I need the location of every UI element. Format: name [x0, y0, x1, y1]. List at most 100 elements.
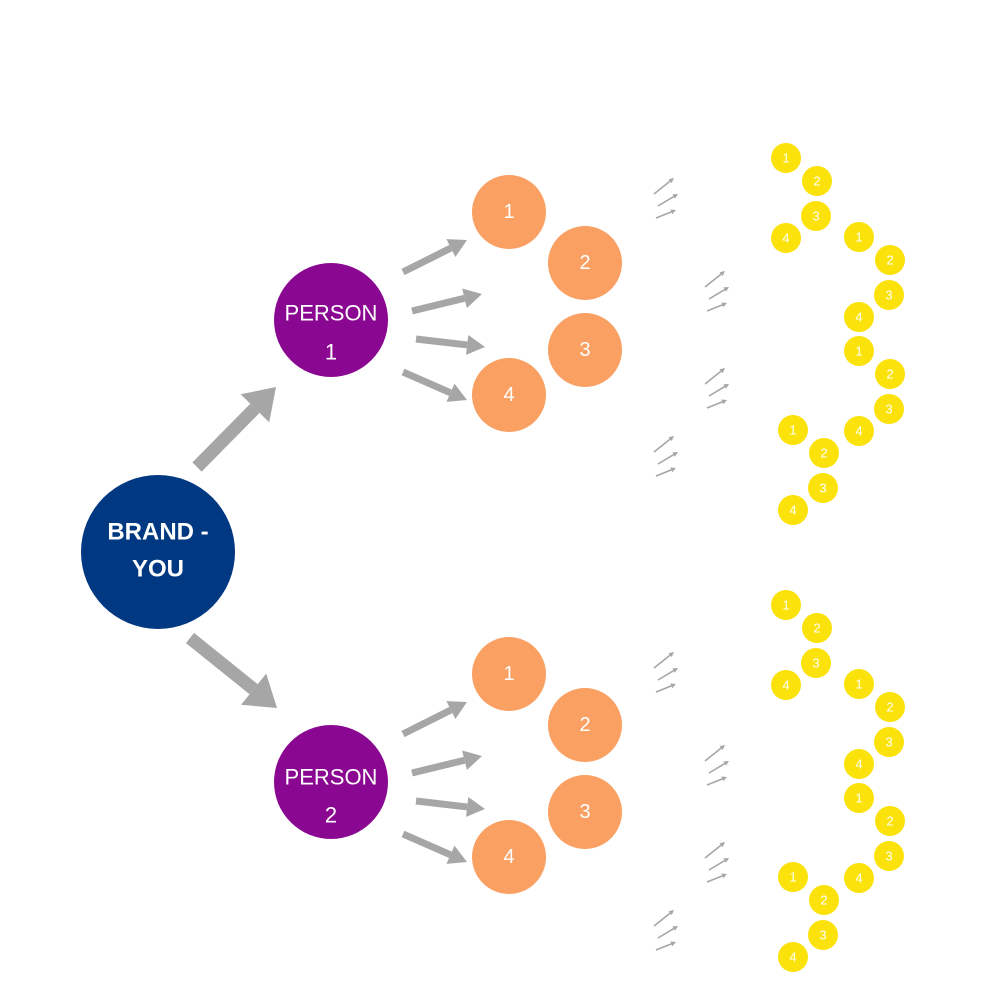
person-1-small-arrow-1-2-head: [672, 194, 678, 199]
arrow-brand-to-person-1-head: [240, 387, 276, 423]
person-2-cluster-circle: [844, 783, 874, 813]
person-1-cluster-node: 3: [874, 280, 904, 310]
person-2-node: PERSON 2: [274, 725, 388, 839]
person-1-small-arrow-4-1-shaft: [653, 438, 671, 453]
person-2-cluster-circle: [875, 692, 905, 722]
person-2-small-arrow-1-2-head: [672, 668, 678, 673]
person-2-cluster-label: 1: [789, 870, 796, 885]
person-2-small-arrow-3-2: [708, 858, 729, 871]
person-1-cluster-circle: [875, 245, 905, 275]
person-1-small-arrow-2-3-head: [721, 302, 727, 308]
person-1-small-arrow-1-2-shaft: [657, 195, 675, 207]
person-1-label-line2: 1: [325, 340, 337, 365]
person-2-contact-circle: [548, 688, 622, 762]
person-1-small-arrow-3-3: [706, 399, 727, 409]
person-1-contact-label: 4: [503, 384, 514, 406]
person-1-arrow-to-contact-2: [411, 288, 482, 315]
person-2-cluster-circle: [778, 862, 808, 892]
person-2-small-arrow-2-1: [704, 745, 725, 762]
person-2-small-arrow-1-3-head: [670, 683, 676, 689]
person-1-cluster-circle: [844, 222, 874, 252]
person-1-small-arrow-3-2-shaft: [708, 385, 726, 397]
person-1-small-arrow-2-2: [708, 287, 729, 300]
person-1-small-arrow-4-2-head: [672, 452, 678, 457]
person-1-small-arrow-3-3-shaft: [706, 401, 723, 409]
person-1-small-arrow-2-3-shaft: [706, 304, 723, 312]
person-2-contact-label: 1: [503, 663, 514, 685]
person-2-cluster-circle: [844, 749, 874, 779]
person-1-small-arrow-3-1-shaft: [704, 370, 722, 385]
person-2-arrow-to-contact-2: [411, 750, 482, 777]
person-1-cluster-node: 1: [778, 415, 808, 445]
person-1-cluster-label: 3: [819, 481, 826, 496]
person-2-small-arrow-2-2-head: [723, 761, 729, 766]
person-2-small-arrow-4-2: [657, 926, 678, 939]
person-1-cluster-label: 4: [855, 310, 862, 325]
person-2-small-arrow-4-1: [653, 910, 674, 927]
person-1-arrow-to-contact-1: [401, 239, 467, 276]
person-2-cluster-circle: [801, 648, 831, 678]
person-2-contact-circle: [472, 637, 546, 711]
person-2-cluster-circle: [802, 613, 832, 643]
person-1-cluster-label: 1: [855, 230, 862, 245]
person-1-cluster-label: 3: [812, 209, 819, 224]
person-2-cluster-circle: [874, 727, 904, 757]
person-2-cluster-node: 4: [778, 942, 808, 972]
person-2-small-arrow-4-1-head: [668, 910, 674, 916]
arrow-brand-to-person-2-shaft: [185, 632, 258, 695]
person-1-contact-circle: [472, 358, 546, 432]
person-2-arrow-to-contact-4-shaft: [401, 830, 452, 858]
person-2-small-arrow-4-2-head: [672, 926, 678, 931]
person-1-small-arrow-3-3-head: [721, 399, 727, 405]
person-1-contact-4: 4: [472, 358, 546, 432]
person-1-cluster-label: 2: [813, 174, 820, 189]
person-1-small-arrow-3-1-head: [719, 368, 725, 374]
person-2-contact-2: 2: [548, 688, 622, 762]
person-1-cluster-label: 1: [789, 423, 796, 438]
person-2-circle: [274, 725, 388, 839]
person-2-cluster-label: 3: [812, 656, 819, 671]
person-1-small-arrow-1-2: [657, 194, 678, 207]
person-1-small-arrow-3-2: [708, 384, 729, 397]
person-2-small-arrow-3-1-head: [719, 842, 725, 848]
person-2-small-arrow-2-1-shaft: [704, 747, 722, 762]
person-2-arrow-to-contact-2-shaft: [411, 756, 466, 777]
person-1-arrow-to-contact-3-head: [466, 335, 485, 355]
person-1-cluster-node: 1: [844, 336, 874, 366]
person-2-small-arrow-1-1: [653, 652, 674, 669]
person-2-small-arrow-4-3-shaft: [655, 943, 672, 951]
person-2-label-line1: PERSON: [285, 765, 378, 790]
brand-circle: [81, 475, 235, 629]
person-2-cluster-label: 4: [782, 678, 789, 693]
person-1-cluster-circle: [844, 416, 874, 446]
person-2-cluster-circle: [875, 806, 905, 836]
person-1-cluster-circle: [808, 473, 838, 503]
person-1-cluster-circle: [778, 415, 808, 445]
person-1-contact-2: 2: [548, 226, 622, 300]
person-1-small-arrow-1-1: [653, 178, 674, 195]
person-1-small-arrow-4-2-shaft: [657, 453, 675, 465]
person-1-contact-circle: [548, 313, 622, 387]
person-1-small-arrow-2-1: [704, 271, 725, 288]
person-1-label-line1: PERSON: [285, 301, 378, 326]
person-2-small-arrow-2-1-head: [719, 745, 725, 751]
person-1-cluster-node: 4: [771, 223, 801, 253]
person-2-cluster-node: 4: [771, 670, 801, 700]
person-2-small-arrow-1-2-shaft: [657, 669, 675, 681]
person-2-small-arrow-1-3: [655, 683, 676, 693]
person-2-small-arrow-3-2-shaft: [708, 859, 726, 871]
person-1-cluster-circle: [809, 438, 839, 468]
person-1-cluster-node: 3: [808, 473, 838, 503]
person-2-arrow-to-contact-1: [401, 701, 467, 738]
person-1-arrow-to-contact-4-head: [446, 383, 467, 402]
person-1-arrow-to-contact-2-head: [462, 288, 482, 308]
person-1-cluster-node: 3: [874, 394, 904, 424]
person-1-contact-label: 3: [579, 339, 590, 361]
person-2-cluster-node: 1: [844, 783, 874, 813]
arrow-brand-to-person-2-head: [241, 673, 277, 708]
